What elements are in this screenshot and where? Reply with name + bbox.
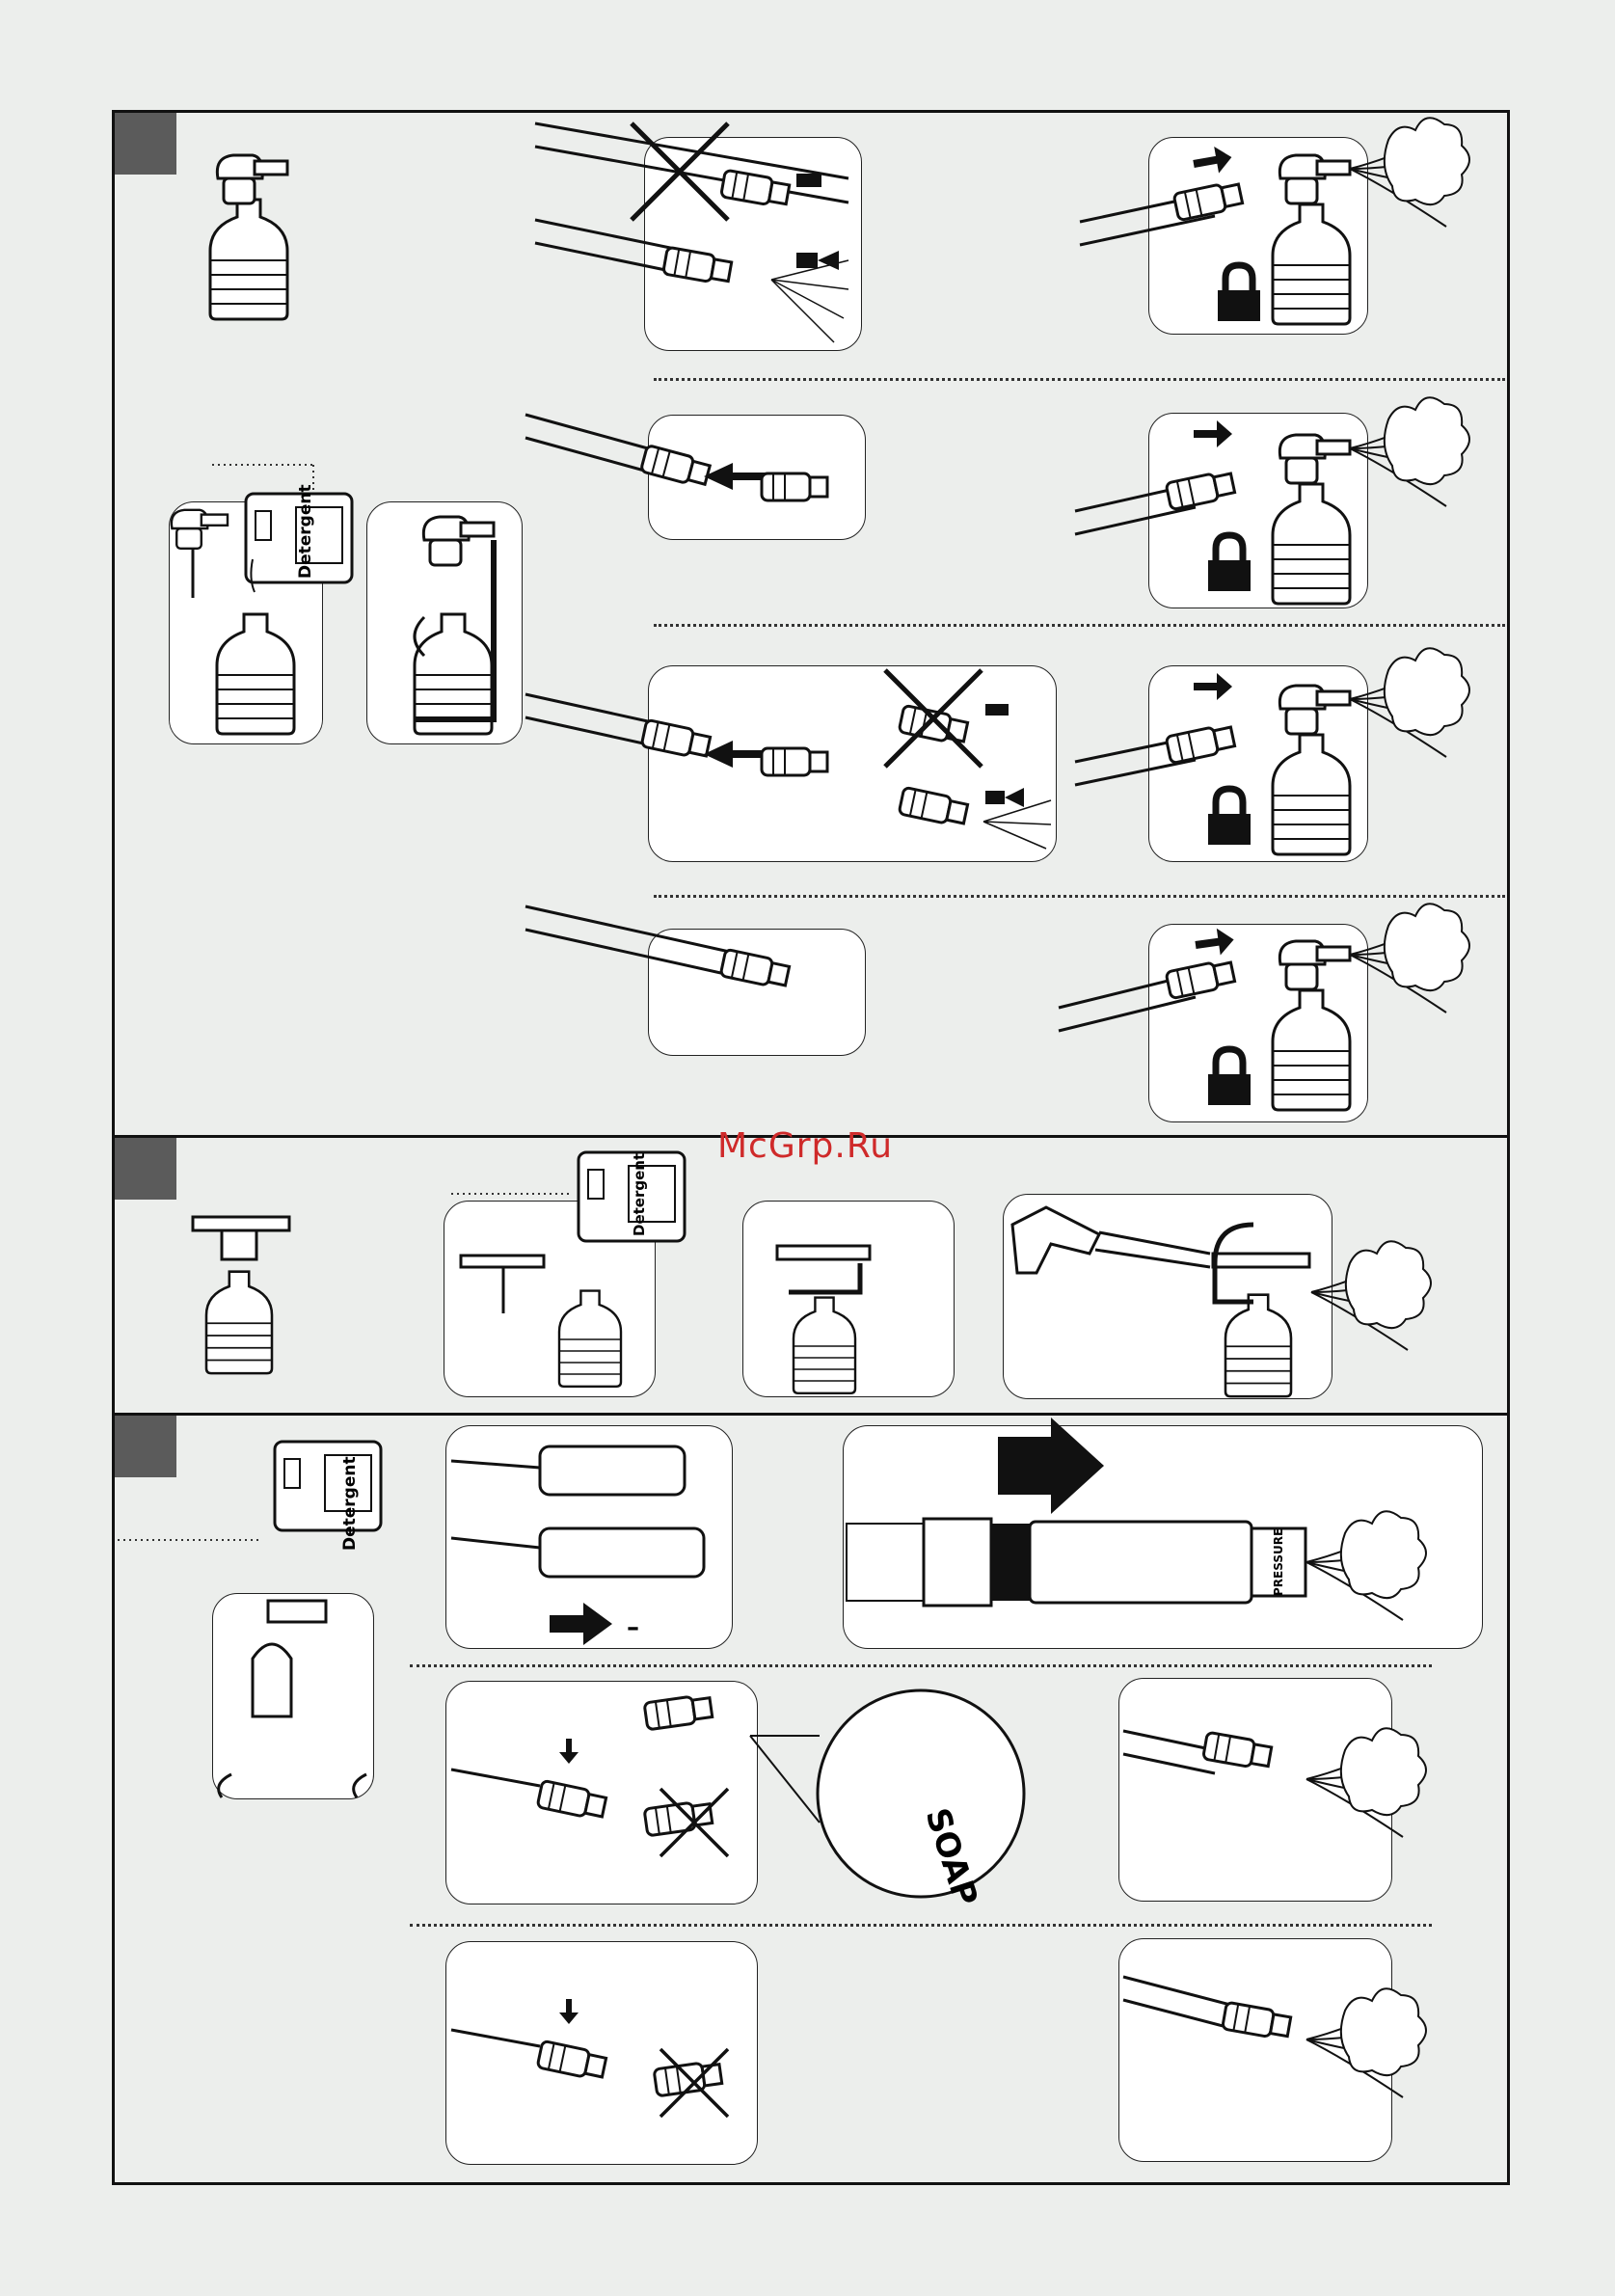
foam-spray-icon xyxy=(1306,1988,1426,2097)
foam-spray-icon xyxy=(1350,397,1469,506)
standalone-foam-bottle xyxy=(210,155,287,319)
soap-magnifier xyxy=(818,1690,1024,1897)
pressure-label: PRESSURE xyxy=(1272,1528,1285,1596)
arrow-right-icon xyxy=(550,1603,612,1645)
detergent-label: Detergent xyxy=(340,1456,360,1551)
arrow-left-icon xyxy=(704,463,767,490)
foam-spray-icon xyxy=(1350,904,1469,1013)
foam-spray-icon xyxy=(1306,1511,1426,1620)
lance-line xyxy=(535,243,675,272)
arrow-down-icon xyxy=(559,1999,579,2024)
arrow-right-icon xyxy=(1192,144,1234,177)
arrow-left-icon xyxy=(704,741,767,768)
lock-icon xyxy=(1208,535,1251,591)
cross-out-icon xyxy=(885,670,982,767)
jet-icon xyxy=(985,704,1009,716)
lock-icon xyxy=(1218,265,1260,321)
capping-bottle-2 xyxy=(777,1246,870,1393)
foam-spray-icon xyxy=(1306,1728,1426,1837)
lance-line xyxy=(535,220,675,249)
jet-icon xyxy=(796,174,821,187)
arrow-down-icon xyxy=(559,1739,579,1764)
foam-spray-icon xyxy=(1350,648,1469,757)
jet-icon xyxy=(796,253,818,268)
foam-spray-icon xyxy=(1311,1241,1431,1350)
detergent-label: Detergent xyxy=(631,1153,648,1236)
trigger-gun xyxy=(1012,1207,1431,1396)
jet-icon xyxy=(985,791,1005,804)
foam-gun-bottle xyxy=(193,1217,289,1373)
cross-out-icon xyxy=(632,123,728,220)
watermark: McGrp.Ru xyxy=(717,1126,893,1166)
detergent-label: Detergent xyxy=(296,484,315,579)
lance-line xyxy=(535,123,848,178)
arrow-right-icon xyxy=(1194,927,1236,959)
lock-icon xyxy=(1208,789,1251,845)
lock-icon xyxy=(1208,1049,1251,1105)
arrow-right-icon xyxy=(998,1418,1104,1514)
arrow-right-icon xyxy=(1194,420,1232,447)
minus-label: – xyxy=(627,1613,639,1642)
foam-spray-icon xyxy=(1350,118,1469,227)
capping-bottle xyxy=(415,517,494,734)
detergent-jug xyxy=(275,1442,381,1530)
spray-lines xyxy=(771,260,848,342)
arrow-right-icon xyxy=(1194,673,1232,700)
